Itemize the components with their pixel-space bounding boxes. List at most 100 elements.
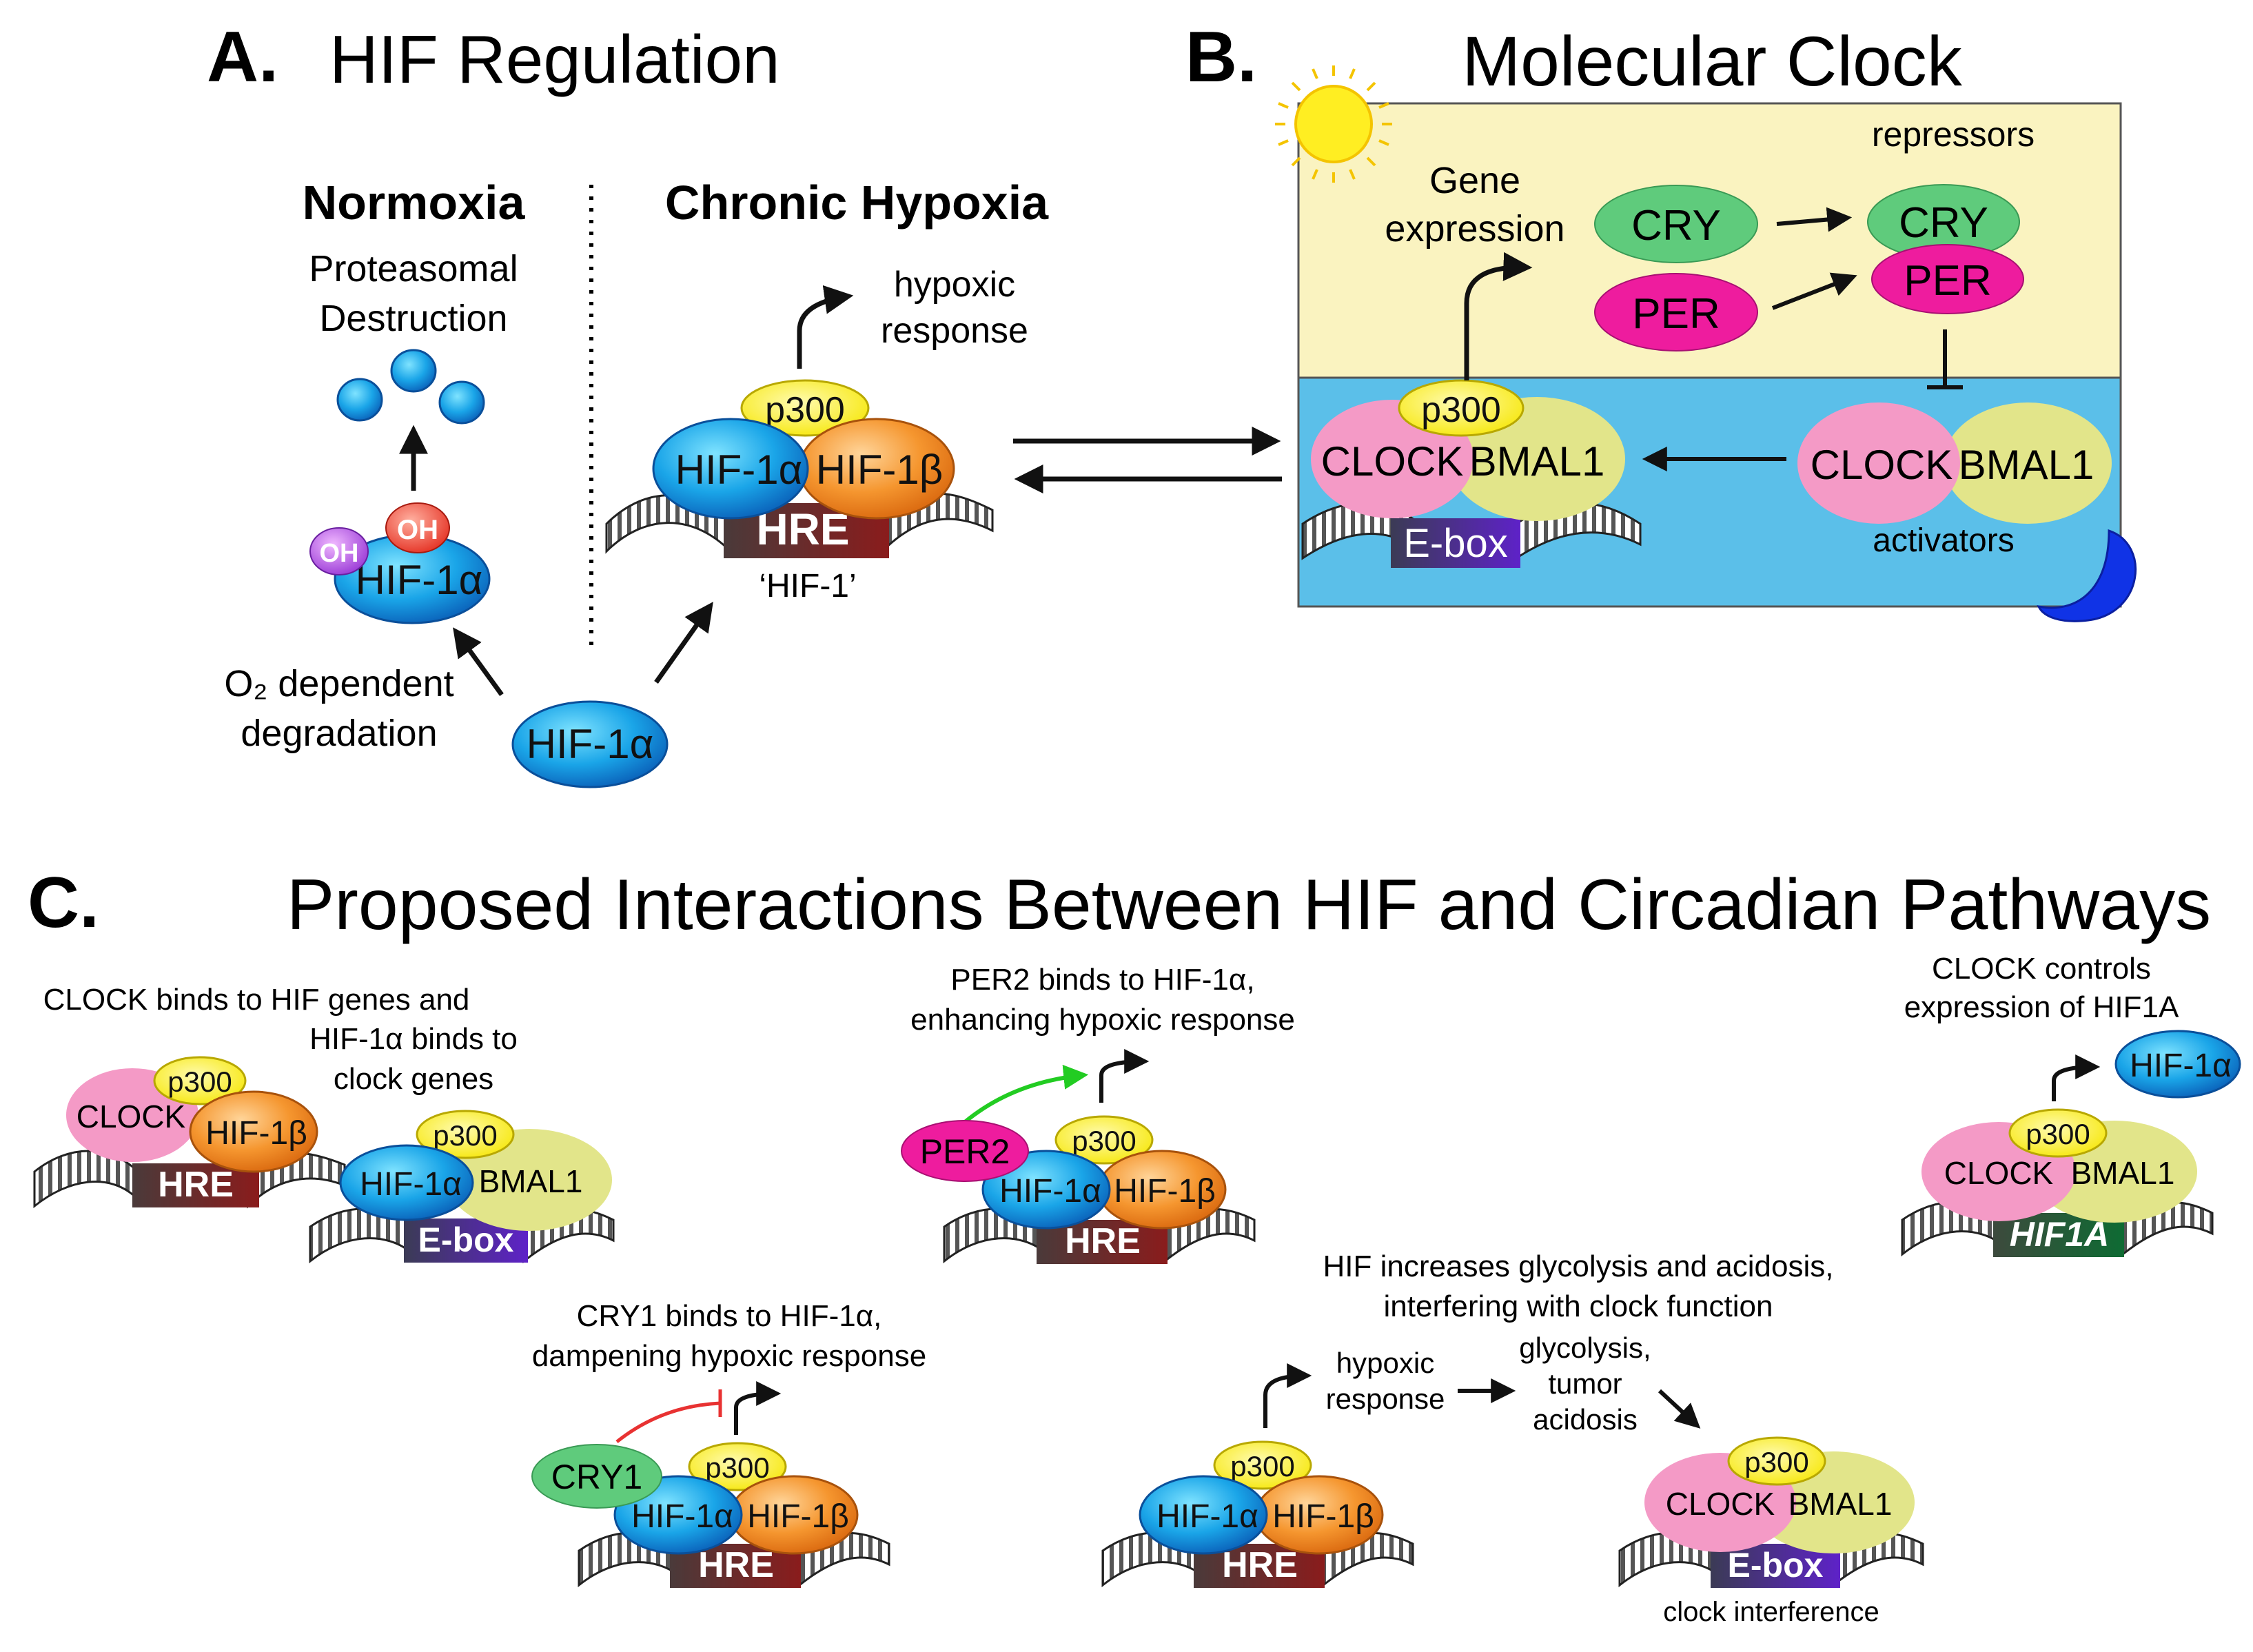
hif1a-label: HIF-1α <box>1156 1498 1258 1535</box>
gene-expression-2: expression <box>1385 208 1564 249</box>
sun-icon <box>1275 65 1392 183</box>
hypoxic-response-arrow <box>1263 1363 1312 1428</box>
scenario4-caption-2: dampening hypoxic response <box>532 1339 926 1373</box>
hypoxic-response-2: response <box>881 311 1028 351</box>
hif1a-label: HIF-1α <box>631 1498 733 1535</box>
hif1b-label: HIF-1β <box>747 1498 849 1535</box>
scenario3-clock-on-hif1a-gene: HIF-1α HIF1A CLOCK BMAL1 p300 <box>1901 1030 2241 1257</box>
proteasomal-label-1: Proteasomal <box>309 248 518 289</box>
hif1b-label: HIF-1β <box>816 447 944 493</box>
hif1a-label: HIF-1α <box>999 1173 1101 1210</box>
glycolysis-3: acidosis <box>1533 1403 1638 1436</box>
bmal1-activator <box>1944 402 2112 524</box>
scenario1-clock-on-hre: HRE CLOCK p300 HIF-1β <box>33 1056 346 1209</box>
p300-coactivator <box>2008 1108 2108 1158</box>
o2-degradation-1: O₂ dependent <box>224 663 453 704</box>
hif1-dna-complex: HRE p300 HIF-1β HIF-1α ‘HIF-1’ <box>605 379 994 604</box>
scenario5-caption-1: HIF increases glycolysis and acidosis, <box>1323 1250 1834 1283</box>
bmal1-label: BMAL1 <box>1469 438 1605 485</box>
hif1a-label: HIF-1α <box>2130 1048 2232 1084</box>
hypoxic-response-arrow <box>797 285 854 369</box>
inhibition-line <box>615 1401 721 1443</box>
panel-a-letter: A. <box>207 17 278 97</box>
panel-b-letter: B. <box>1185 17 1257 97</box>
activators-label: activators <box>1873 522 2014 559</box>
per-label: PER <box>1632 290 1720 338</box>
p300-label: p300 <box>2026 1118 2090 1150</box>
scenario5-caption-2: interfering with clock function <box>1384 1289 1773 1323</box>
hif1a-label: HIF-1α <box>675 447 803 493</box>
oh-group-red <box>385 502 450 553</box>
panel-c-title: Proposed Interactions Between HIF and Ci… <box>287 865 2211 945</box>
bmal1-label: BMAL1 <box>1788 1486 1893 1522</box>
scenario3-caption-1: CLOCK controls <box>1932 952 2151 986</box>
arrow-to-hif1 <box>654 602 713 684</box>
panel-c-letter: C. <box>28 863 99 943</box>
cry1-protein <box>531 1444 662 1509</box>
scenario4-caption-1: CRY1 binds to HIF-1α, <box>577 1299 882 1333</box>
hif1a-subunit <box>339 1144 474 1221</box>
hif1a-free <box>511 700 669 788</box>
scenario5-metabolic-interference: hypoxic response glycolysis, tumor acido… <box>1101 1332 1924 1627</box>
scenario2-per2-enhancement: HRE p300 HIF-1β HIF-1α PER2 <box>901 1049 1256 1264</box>
gene-expression-arrow <box>1464 252 1533 380</box>
degraded-fragment <box>336 378 383 422</box>
ebox-label: E-box <box>1728 1546 1824 1584</box>
hif1b-subunit <box>189 1090 318 1173</box>
arrow-cry-complex <box>1776 207 1853 232</box>
degraded-fragment <box>390 349 437 393</box>
hre-label: HRE <box>1222 1545 1298 1585</box>
gene-expression-1: Gene <box>1429 160 1520 201</box>
panel-b: B. Molecular Clock <box>1185 17 2137 622</box>
hre-label: HRE <box>698 1545 774 1585</box>
hif1b-label: HIF-1β <box>205 1115 307 1152</box>
clock-activator <box>1797 402 1960 524</box>
arrow-to-degradation <box>453 627 504 697</box>
scenario4-cry1-dampening: HRE p300 HIF-1β HIF-1α CRY1 <box>531 1381 890 1588</box>
p300-coactivator <box>416 1110 515 1159</box>
per2-protein <box>901 1120 1029 1182</box>
p300-coactivator <box>740 379 870 437</box>
glycolysis-1: glycolysis, <box>1519 1332 1651 1364</box>
ebox-box <box>1391 518 1520 568</box>
p300-label: p300 <box>1230 1450 1294 1482</box>
p300-coactivator <box>688 1442 787 1491</box>
panel-c: C. Proposed Interactions Between HIF and… <box>28 863 2241 1627</box>
hypoxic-response-arrow <box>1099 1049 1150 1103</box>
clock-label: CLOCK <box>1321 438 1464 485</box>
repressors-label: repressors <box>1872 115 2035 154</box>
p300-label: p300 <box>705 1451 769 1484</box>
bmal1-label: BMAL1 <box>1959 442 2094 488</box>
hif1a-label: HIF-1α <box>356 557 483 603</box>
bmal1-label: BMAL1 <box>2071 1155 2175 1191</box>
oh-group-purple <box>309 527 369 575</box>
cry-label: CRY <box>1631 202 1721 249</box>
scenario3-caption-2: expression of HIF1A <box>1904 990 2179 1024</box>
arrow-to-clock-interference <box>1658 1389 1701 1429</box>
p300-coactivator <box>1398 379 1525 437</box>
scenario1-caption-1: CLOCK binds to HIF genes and <box>43 983 470 1017</box>
scenario2-caption-2: enhancing hypoxic response <box>910 1003 1295 1037</box>
per2-label: PER2 <box>920 1132 1010 1171</box>
hif1b-label: HIF-1β <box>1114 1173 1216 1210</box>
hypoxic-response-2: response <box>1326 1383 1445 1415</box>
p300-label: p300 <box>1072 1125 1136 1157</box>
p300-label: p300 <box>433 1119 497 1152</box>
p300-coactivator <box>1213 1440 1312 1490</box>
cry-label: CRY <box>1899 199 1988 247</box>
p300-coactivator <box>153 1056 247 1105</box>
hif1a-label: HIF-1α <box>360 1166 462 1203</box>
hif1a-product <box>2114 1030 2241 1099</box>
p300-coactivator <box>1054 1115 1154 1165</box>
hif1a-subunit <box>1139 1475 1268 1555</box>
hypoxic-response-1: hypoxic <box>894 265 1015 305</box>
oh-label-red: OH <box>397 515 438 545</box>
hif1a-subunit <box>652 418 809 520</box>
moon-icon <box>2037 529 2137 622</box>
clock-label: CLOCK <box>1666 1486 1775 1522</box>
bmal1-label: BMAL1 <box>479 1163 583 1199</box>
scenario1-caption-3: clock genes <box>334 1062 493 1096</box>
per-label: PER <box>1904 257 1991 305</box>
scenario1-caption-2: HIF-1α binds to <box>309 1022 518 1056</box>
